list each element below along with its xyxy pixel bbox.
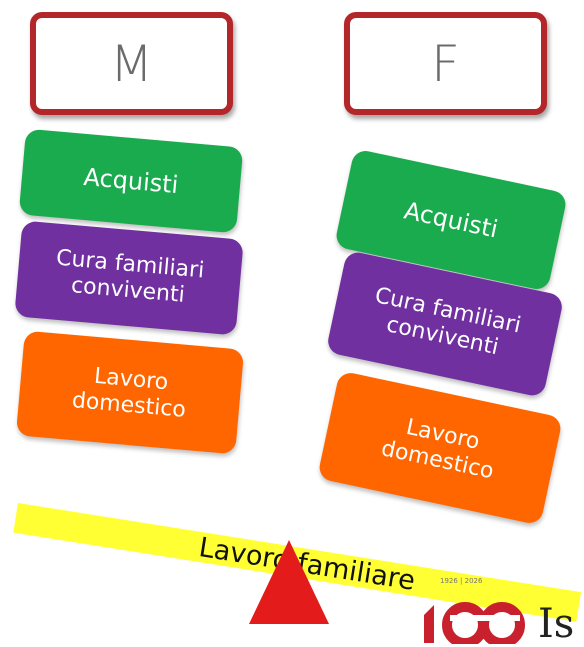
male-care-label: Cura familiari conviventi: [55, 245, 206, 308]
female-care-label: Cura familiari conviventi: [372, 283, 524, 361]
female-shopping-label: Acquisti: [401, 196, 501, 244]
centenary-logo: 1926 | 2026 Is: [410, 575, 584, 647]
logo-text: Is: [538, 601, 575, 647]
female-domestic-label: Lavoro domestico: [378, 414, 496, 485]
header-label-male: M: [109, 34, 154, 93]
header-box-female: F: [344, 12, 547, 115]
header-label-female: F: [431, 34, 460, 93]
male-shopping-block: Acquisti: [18, 128, 244, 234]
logo-years: 1926 | 2026: [440, 577, 483, 585]
male-care-block: Cura familiari conviventi: [14, 220, 244, 336]
male-domestic-block: Lavoro domestico: [15, 330, 245, 455]
logo-100-icon: [424, 602, 525, 644]
male-domestic-label: Lavoro domestico: [70, 363, 187, 423]
header-box-male: M: [30, 12, 233, 115]
male-shopping-label: Acquisti: [82, 162, 180, 199]
fulcrum-triangle-icon: [249, 540, 329, 624]
